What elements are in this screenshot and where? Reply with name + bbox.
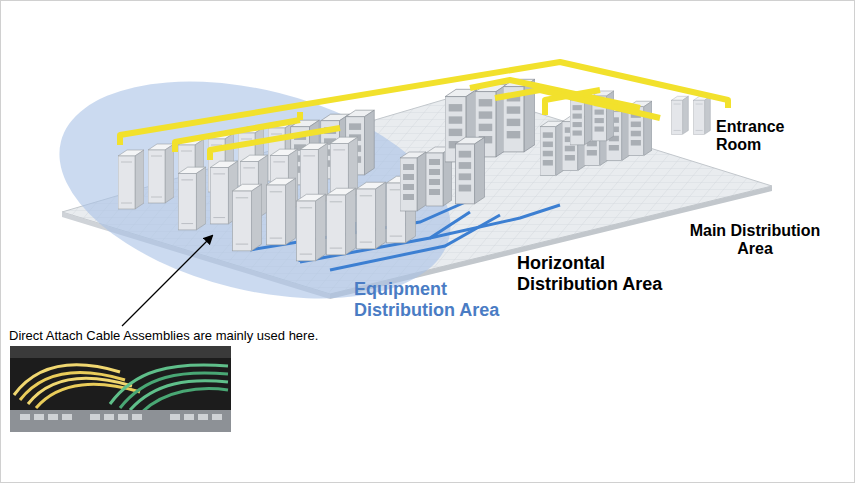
room-label: Entrance Room	[716, 118, 816, 155]
area-label: Horizontal Distribution Area	[517, 253, 697, 294]
area-label: Equipment Distribution Area	[354, 279, 534, 320]
note-text: Direct Attach Cable Assemblies are mainl…	[9, 329, 369, 344]
area-label: Main Distribution Area	[680, 222, 830, 259]
